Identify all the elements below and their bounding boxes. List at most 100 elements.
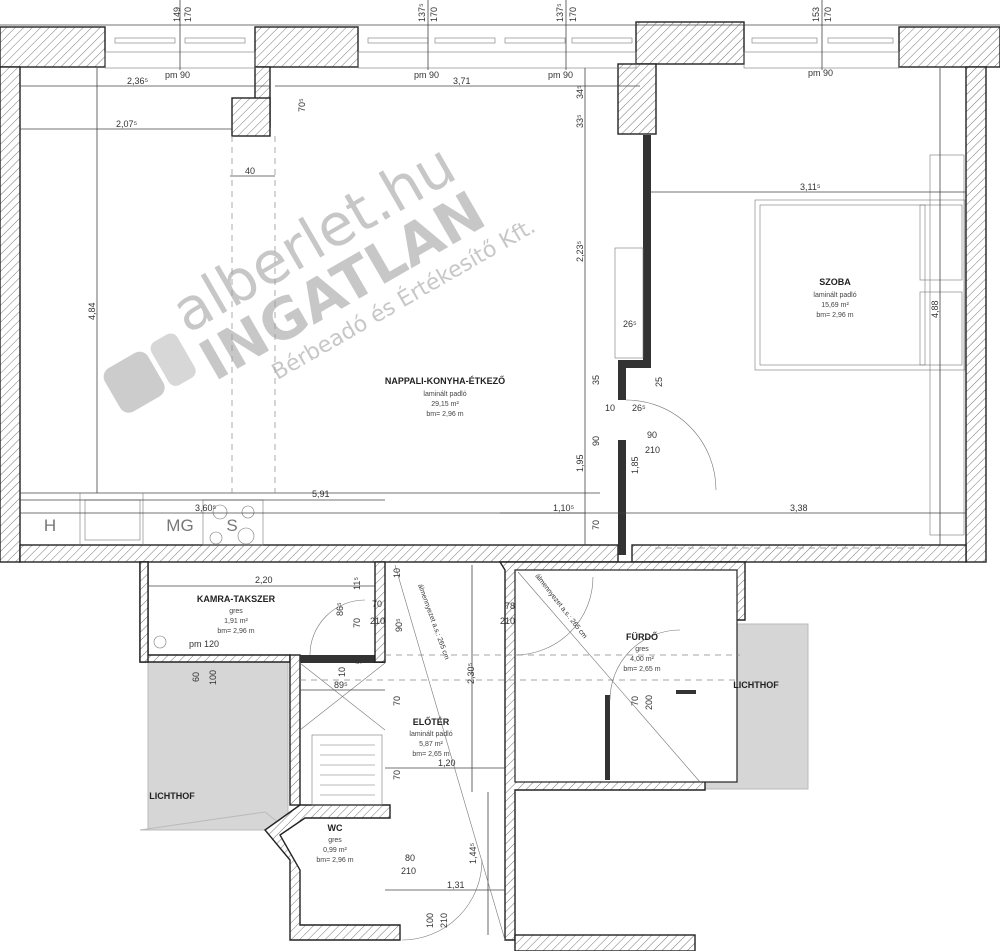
room-floor: gres bbox=[635, 646, 649, 653]
dim-label: 2,23⁵ bbox=[575, 240, 585, 262]
dim-label: 33⁵ bbox=[575, 114, 585, 128]
dim-label: 34⁵ bbox=[575, 85, 585, 99]
room-height: bm= 2,65 m bbox=[412, 751, 449, 758]
room-area: 4,00 m² bbox=[630, 656, 654, 663]
dim-label: 89⁵ bbox=[334, 680, 348, 690]
dim-label: 70 bbox=[392, 770, 402, 780]
dim-label: 3,38 bbox=[790, 503, 808, 513]
dim-label: 2,20 bbox=[255, 575, 273, 585]
dim-label: 5 bbox=[354, 659, 364, 664]
dim-label: 170 bbox=[429, 7, 439, 22]
dim-label: 26⁵ bbox=[623, 319, 637, 329]
dim-label: pm 90 bbox=[165, 70, 190, 80]
dim-label: 100 bbox=[208, 670, 218, 685]
dim-label: 80 bbox=[405, 853, 415, 863]
dim-label: 70 bbox=[630, 696, 640, 706]
dim-label: 137⁵ bbox=[417, 3, 427, 22]
staircase bbox=[299, 662, 386, 806]
watermark-logo: alberlet.hu INGATLAN Bérbeadó és Értékes… bbox=[103, 130, 540, 413]
room-name: NAPPALI-KONYHA-ÉTKEZŐ bbox=[385, 375, 505, 386]
dim-label: 70 bbox=[372, 599, 382, 609]
dim-label: 10 bbox=[392, 568, 402, 578]
dim-label: 5,91 bbox=[312, 489, 330, 499]
room-height: bm= 2,96 m bbox=[816, 312, 853, 319]
dim-label: 26⁵ bbox=[632, 403, 646, 413]
lichthof-left-area bbox=[147, 661, 289, 831]
dim-label: 210 bbox=[439, 913, 449, 928]
room-floor: laminált padló bbox=[409, 731, 452, 738]
dim-label: 1,31 bbox=[447, 880, 465, 890]
dim-label: 70⁵ bbox=[297, 98, 307, 112]
room-name: ELŐTÉR bbox=[413, 716, 450, 727]
dim-label: 1,10⁵ bbox=[553, 503, 575, 513]
room-floor: gres bbox=[229, 608, 243, 615]
dim-label: 153 bbox=[811, 7, 821, 22]
interior-walls bbox=[139, 561, 746, 951]
dim-label: 210 bbox=[500, 616, 515, 626]
dim-label: pm 90 bbox=[414, 70, 439, 80]
room-height: bm= 2,96 m bbox=[217, 628, 254, 635]
partition-wall bbox=[618, 135, 651, 555]
dishwasher-label: MG bbox=[166, 516, 193, 535]
dim-label: 149 bbox=[172, 7, 182, 22]
dim-label: 210 bbox=[401, 866, 416, 876]
dim-label: 90 bbox=[591, 436, 601, 446]
dimension-lines bbox=[20, 0, 966, 941]
dim-label: 70 bbox=[392, 696, 402, 706]
dim-label: 90 bbox=[647, 430, 657, 440]
room-height: bm= 2,65 m bbox=[623, 666, 660, 673]
dim-label: 137⁵ bbox=[555, 3, 565, 22]
dim-label: 200 bbox=[644, 695, 654, 710]
dim-label: 1,44⁵ bbox=[468, 842, 478, 864]
room-eloter: ELŐTÉR laminált padló 5,87 m² bm= 2,65 m bbox=[409, 716, 452, 758]
dim-label: 3,60⁵ bbox=[195, 503, 217, 513]
dim-label: 35 bbox=[591, 375, 601, 385]
dim-label: 10 bbox=[605, 403, 615, 413]
dim-label: 70 bbox=[591, 520, 601, 530]
stove-label: S bbox=[226, 516, 237, 535]
dim-label: 3,11⁵ bbox=[800, 182, 821, 192]
dim-label: 210 bbox=[645, 445, 660, 455]
dim-label: 1,85 bbox=[630, 456, 640, 474]
dim-label: 100 bbox=[425, 913, 435, 928]
room-floor: gres bbox=[328, 837, 342, 844]
dim-label: pm 120 bbox=[189, 639, 219, 649]
room-kamra: KAMRA-TAKSZER gres 1,91 m² bm= 2,96 m bbox=[197, 594, 276, 635]
dim-label: 10 bbox=[337, 667, 347, 677]
room-name: SZOBA bbox=[819, 277, 851, 287]
dim-label: 60 bbox=[191, 672, 201, 682]
room-area: 0,99 m² bbox=[323, 847, 347, 854]
dim-label: 25 bbox=[654, 377, 664, 387]
room-height: bm= 2,96 m bbox=[316, 857, 353, 864]
dim-label: 4,84 bbox=[87, 302, 97, 320]
dim-label: 170 bbox=[568, 7, 578, 22]
dim-label: pm 90 bbox=[548, 70, 573, 80]
exterior-walls bbox=[0, 21, 1000, 563]
ceiling-note: álmennyezet a.s.: 265 cm bbox=[416, 583, 450, 661]
dim-label: 78 bbox=[505, 601, 515, 611]
room-floor: laminált padló bbox=[423, 391, 466, 398]
dim-label: pm 90 bbox=[808, 68, 833, 78]
dim-label: 2,36⁵ bbox=[127, 76, 149, 86]
dim-label: 2,30⁵ bbox=[466, 662, 476, 684]
room-furdo: FÜRDŐ gres 4,00 m² bm= 2,65 m bbox=[623, 631, 660, 673]
dim-label: 11⁵ bbox=[352, 577, 362, 590]
room-name: FÜRDŐ bbox=[626, 631, 658, 642]
room-area: 1,91 m² bbox=[224, 618, 248, 625]
room-name: WC bbox=[328, 823, 343, 833]
dim-label: 2,07⁵ bbox=[116, 119, 138, 129]
room-area: 5,87 m² bbox=[419, 741, 443, 748]
dim-label: 70 bbox=[352, 618, 362, 628]
fridge-label: H bbox=[44, 516, 56, 535]
room-area: 15,69 m² bbox=[821, 302, 849, 309]
dim-label: 170 bbox=[823, 7, 833, 22]
room-wc: WC gres 0,99 m² bm= 2,96 m bbox=[316, 823, 353, 864]
dim-label: 4,88 bbox=[930, 300, 940, 318]
room-height: bm= 2,96 m bbox=[426, 411, 463, 418]
dim-label: 1,20 bbox=[438, 758, 456, 768]
bed bbox=[614, 154, 966, 536]
room-nappali: NAPPALI-KONYHA-ÉTKEZŐ laminált padló 29,… bbox=[385, 375, 505, 418]
dim-label: 170 bbox=[183, 7, 193, 22]
